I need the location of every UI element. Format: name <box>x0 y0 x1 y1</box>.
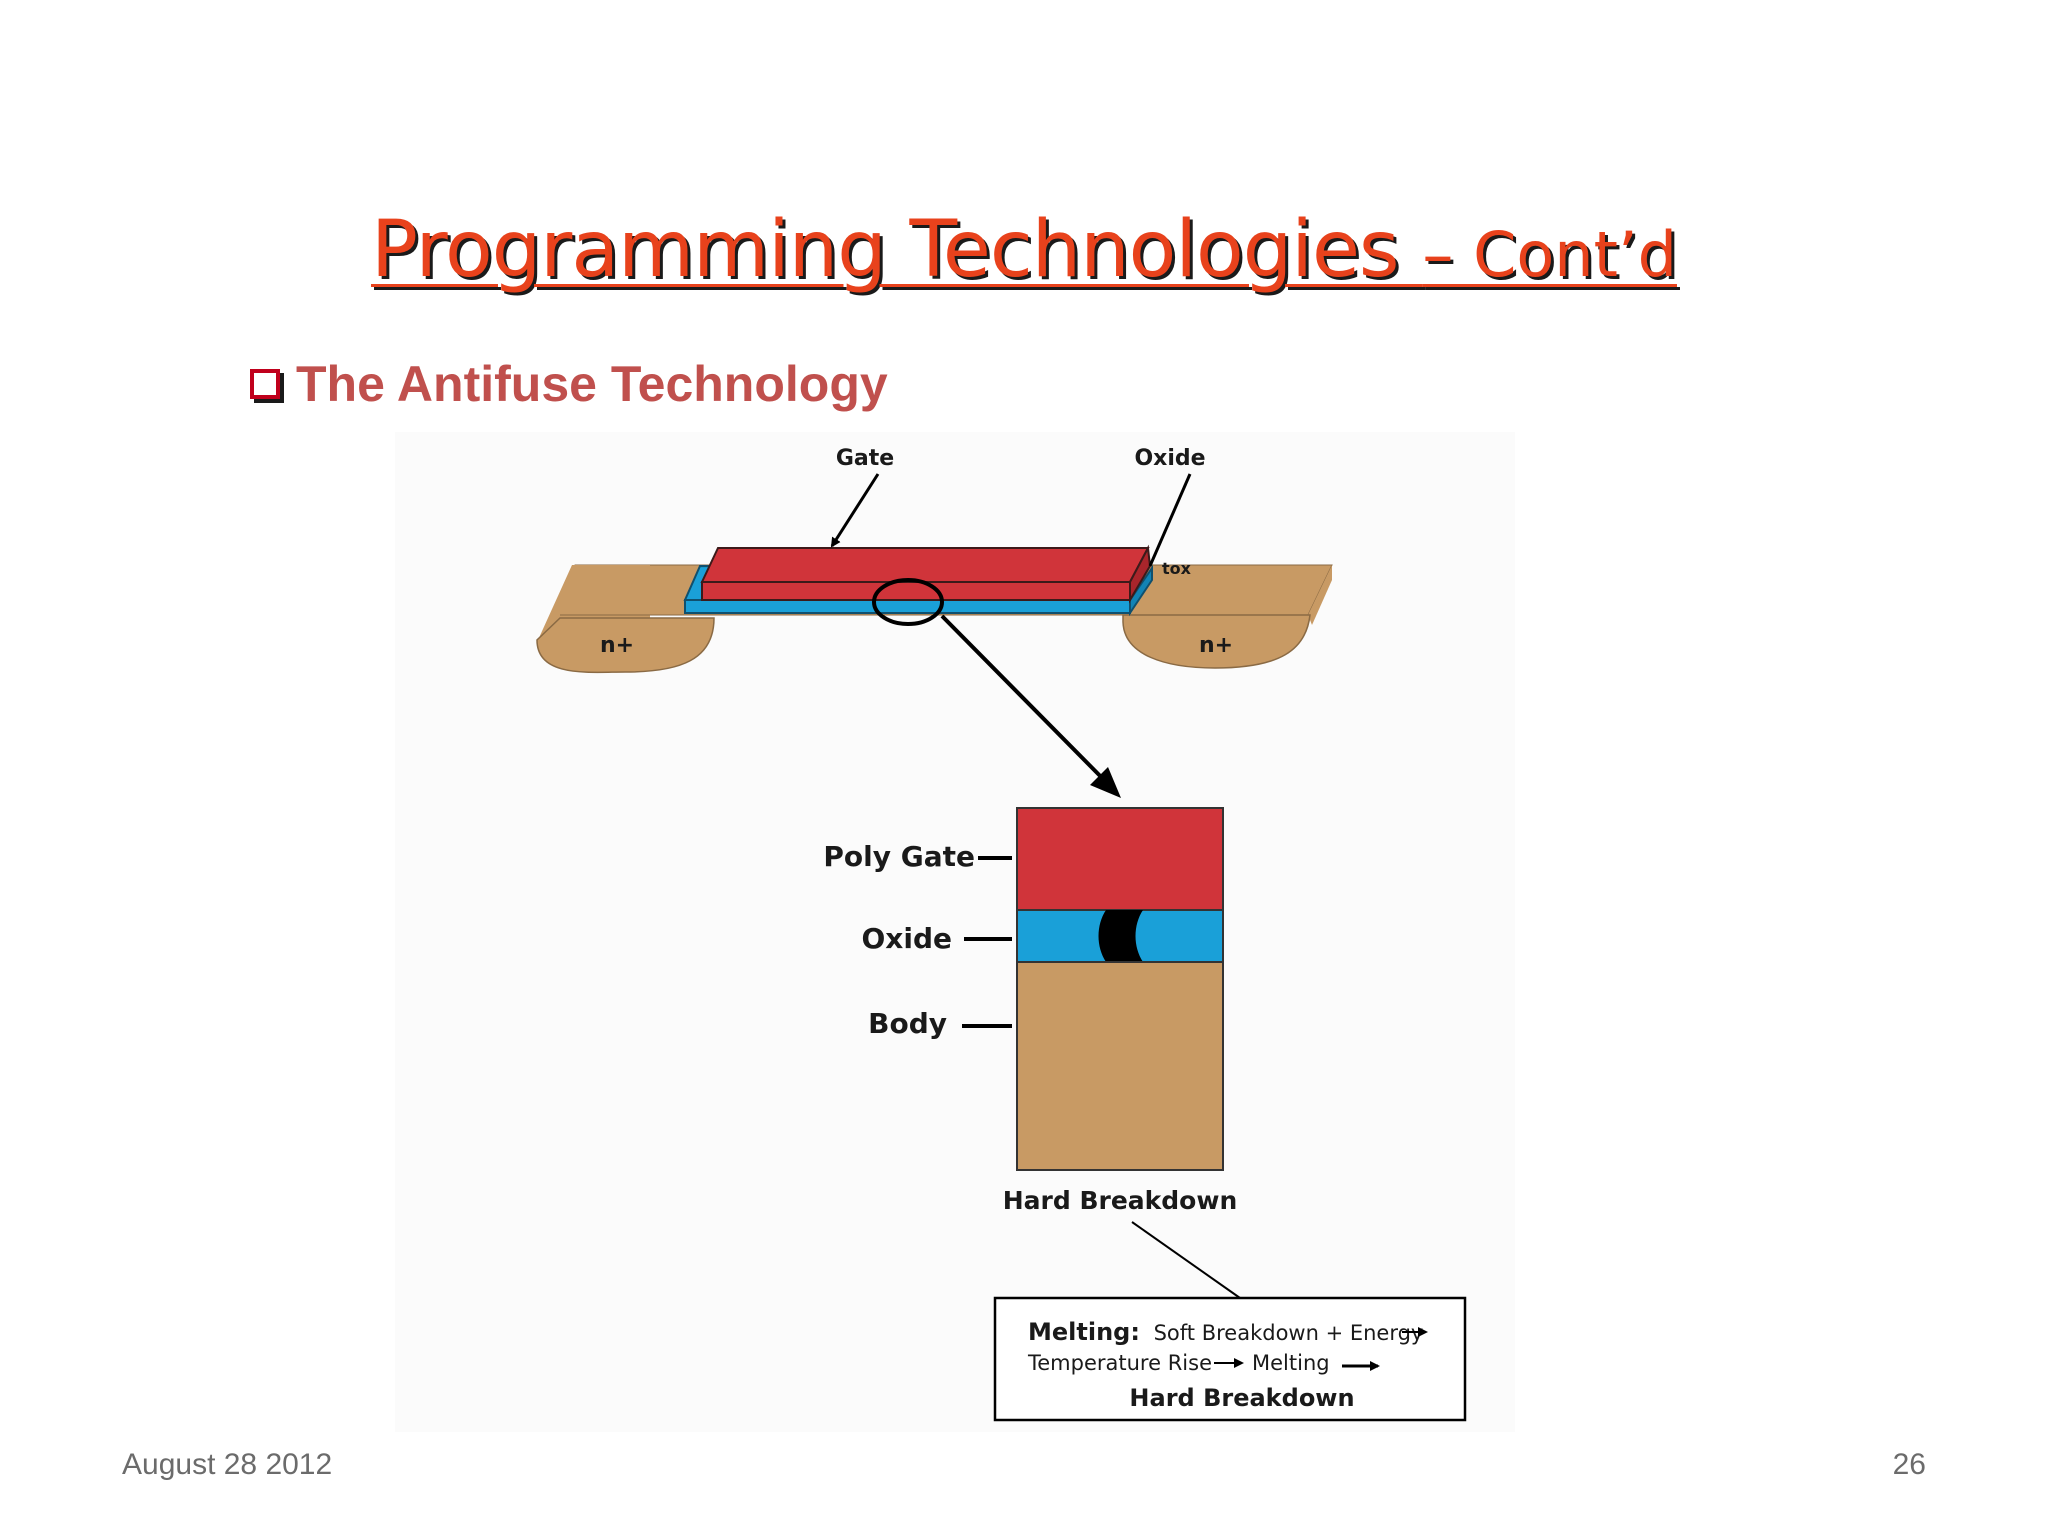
gate-front <box>701 581 1131 601</box>
gate-side <box>1129 544 1152 604</box>
zoom-arrow-shaft <box>940 614 1118 794</box>
gate-leader-arrow <box>830 473 880 548</box>
callout-line <box>1131 1221 1241 1299</box>
title-sub: – Cont’d <box>1422 218 1677 291</box>
footer-page-number: 26 <box>1892 1448 1926 1481</box>
label-gate: Gate <box>836 446 894 471</box>
label-n-plus-right: n+ <box>1199 633 1233 658</box>
label-oxide-top: Oxide <box>1134 446 1205 471</box>
label-tox: tox <box>1162 559 1192 578</box>
bullet-text: The Antifuse Technology <box>296 356 888 412</box>
gate-top <box>700 547 1150 583</box>
melting-line-3: Hard Breakdown <box>1129 1384 1354 1412</box>
substrate-right-edge <box>1308 565 1332 625</box>
transistor-structure <box>536 544 1333 674</box>
oxide-layer-front <box>684 599 1131 614</box>
melting-line-2a: Temperature Rise <box>1027 1351 1212 1375</box>
melting-bold-label: Melting: <box>1028 1318 1140 1346</box>
label-poly-gate: Poly Gate <box>823 840 975 873</box>
label-oxide-layer: Oxide <box>862 922 953 955</box>
n-plus-left-region <box>536 617 715 674</box>
label-n-plus-left: n+ <box>600 633 634 658</box>
cross-section <box>1016 807 1224 1171</box>
breakdown-filament <box>1098 910 1143 962</box>
footer-date: August 28 2012 <box>122 1448 333 1481</box>
caption-hard-breakdown: Hard Breakdown <box>1003 1186 1238 1215</box>
poly-gate-block <box>1016 807 1224 911</box>
melting-line-1-text: Soft Breakdown + Energy <box>1154 1321 1424 1345</box>
highlight-circle <box>872 578 944 626</box>
label-body: Body <box>868 1007 947 1040</box>
bullet-item: The Antifuse Technology <box>250 355 888 413</box>
oxide-leader-line <box>1148 473 1192 567</box>
melting-callout-box <box>993 1296 1467 1422</box>
oxide-layer-side <box>1129 564 1153 617</box>
checkbox-bullet-icon <box>250 369 280 399</box>
body-block <box>1016 961 1224 1171</box>
zoom-arrow-head <box>1090 767 1121 798</box>
n-plus-right-region <box>1122 614 1311 669</box>
melting-line-1: Melting: Soft Breakdown + Energy <box>1028 1318 1423 1346</box>
title-main: Programming Technologies <box>371 205 1423 295</box>
slide-title: Programming Technologies – Cont’d <box>0 205 2048 295</box>
melting-line-2b: Melting <box>1252 1351 1330 1375</box>
